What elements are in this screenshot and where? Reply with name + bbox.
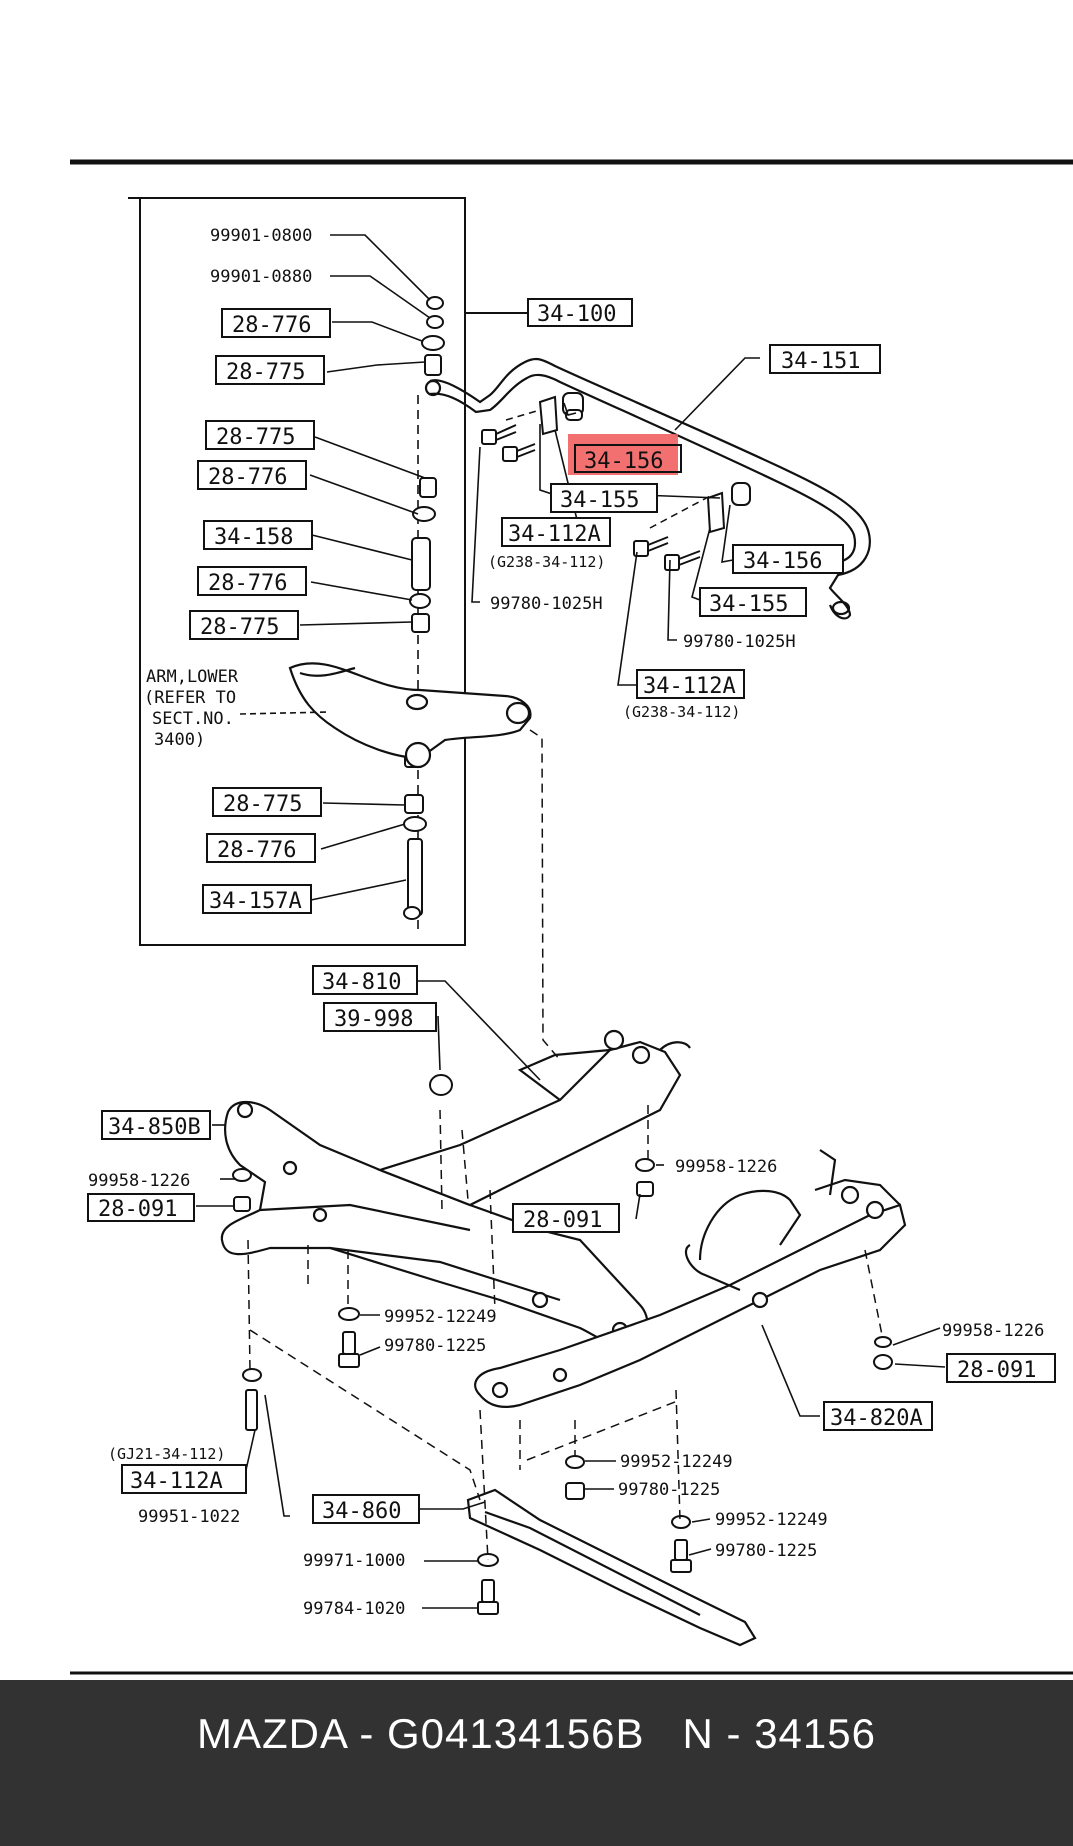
label-34-157A[interactable]: 34-157A — [202, 884, 312, 914]
label-28-775[interactable]: 28-775 — [212, 787, 322, 817]
label-99971-1000[interactable]: 99971-1000 — [303, 1551, 405, 1571]
svg-text:34-860: 34-860 — [322, 1499, 401, 1524]
svg-text:(REFER TO: (REFER TO — [144, 688, 236, 708]
under-cover-34-860 — [466, 1488, 757, 1647]
fastener-icon — [232, 1158, 893, 1615]
label-99780-1225[interactable]: 99780-1225 — [715, 1541, 817, 1561]
assembly-guides — [247, 729, 883, 1561]
svg-text:28-775: 28-775 — [226, 360, 305, 385]
label-28-091[interactable]: 28-091 — [946, 1353, 1056, 1383]
label-99901-0800[interactable]: 99901-0800 — [210, 226, 312, 246]
svg-text:34-156: 34-156 — [584, 449, 663, 474]
label-g238-34-112: (G238-34-112) — [623, 703, 740, 721]
crossmember-34-850B — [220, 1100, 649, 1347]
label-99952-12249[interactable]: 99952-12249 — [384, 1307, 497, 1327]
inset-frame — [128, 197, 466, 946]
label-99951-1022[interactable]: 99951-1022 — [138, 1507, 240, 1527]
crossmember-34-810 — [376, 1029, 691, 1207]
svg-text:34-112A: 34-112A — [508, 522, 601, 547]
label-99780-1225[interactable]: 99780-1225 — [384, 1336, 486, 1356]
label-34-155[interactable]: 34-155 — [550, 483, 658, 513]
svg-text:28-775: 28-775 — [200, 615, 279, 640]
svg-text:34-820A: 34-820A — [830, 1406, 923, 1431]
svg-text:39-998: 39-998 — [334, 1007, 413, 1032]
label-28-776[interactable]: 28-776 — [197, 460, 307, 490]
svg-text:3400): 3400) — [154, 730, 205, 750]
label-99958-1226[interactable]: 99958-1226 — [88, 1171, 190, 1191]
svg-text:28-776: 28-776 — [232, 313, 311, 338]
label-39-998[interactable]: 39-998 — [323, 1002, 437, 1032]
label-34-100[interactable]: 34-100 — [527, 298, 633, 327]
label-gj21-34-112: (GJ21-34-112) — [108, 1445, 225, 1463]
svg-text:28-776: 28-776 — [208, 465, 287, 490]
label-28-091[interactable]: 28-091 — [87, 1193, 195, 1222]
parts-diagram: 34-100 28-776 28-775 34-151 28-775 34-15… — [70, 159, 1073, 1675]
label-34-810[interactable]: 34-810 — [312, 965, 418, 995]
label-28-776[interactable]: 28-776 — [206, 833, 316, 863]
svg-text:28-776: 28-776 — [208, 571, 287, 596]
label-28-775[interactable]: 28-775 — [189, 610, 299, 640]
svg-text:34-158: 34-158 — [214, 525, 293, 550]
bushing-icon — [538, 392, 751, 534]
svg-text:34-810: 34-810 — [322, 970, 401, 995]
svg-text:34-155: 34-155 — [709, 592, 788, 617]
label-28-775[interactable]: 28-775 — [215, 355, 325, 385]
svg-text:28-091: 28-091 — [98, 1197, 177, 1222]
label-99780-1225[interactable]: 99780-1225 — [618, 1480, 720, 1500]
svg-text:28-775: 28-775 — [223, 792, 302, 817]
svg-text:34-112A: 34-112A — [643, 674, 736, 699]
stabilizer-bar — [424, 357, 871, 620]
svg-text:34-100: 34-100 — [537, 302, 616, 327]
label-34-156[interactable]: 34-156 — [732, 544, 844, 574]
label-99784-1020[interactable]: 99784-1020 — [303, 1599, 405, 1619]
label-34-850B[interactable]: 34-850B — [101, 1110, 211, 1140]
label-99952-12249[interactable]: 99952-12249 — [620, 1452, 733, 1472]
footer-bar: MAZDA - G04134156B N - 34156 — [0, 1680, 1073, 1846]
arm-lower-note: ARM,LOWER (REFER TO SECT.NO. 3400) — [144, 667, 239, 750]
bolt-icon — [481, 424, 701, 571]
label-34-155[interactable]: 34-155 — [699, 587, 807, 617]
svg-text:28-775: 28-775 — [216, 425, 295, 450]
label-99958-1226[interactable]: 99958-1226 — [675, 1157, 777, 1177]
label-28-091[interactable]: 28-091 — [512, 1203, 620, 1233]
lower-arm — [288, 662, 532, 769]
label-99958-1226[interactable]: 99958-1226 — [942, 1321, 1044, 1341]
svg-text:28-776: 28-776 — [217, 838, 296, 863]
label-34-860[interactable]: 34-860 — [312, 1494, 420, 1524]
label-34-112A[interactable]: 34-112A — [501, 517, 611, 547]
svg-text:28-091: 28-091 — [523, 1208, 602, 1233]
svg-text:34-156: 34-156 — [743, 549, 822, 574]
label-28-776[interactable]: 28-776 — [197, 566, 307, 596]
label-34-112A[interactable]: 34-112A — [121, 1464, 247, 1494]
svg-text:34-850B: 34-850B — [108, 1115, 201, 1140]
svg-text:34-112A: 34-112A — [130, 1469, 223, 1494]
label-34-156-highlighted[interactable]: 34-156 — [568, 434, 682, 475]
label-99901-0880[interactable]: 99901-0880 — [210, 267, 312, 287]
svg-text:34-155: 34-155 — [560, 488, 639, 513]
label-99780-1025H[interactable]: 99780-1025H — [490, 594, 603, 614]
svg-text:28-091: 28-091 — [957, 1358, 1036, 1383]
label-34-158[interactable]: 34-158 — [203, 520, 313, 550]
svg-text:34-151: 34-151 — [781, 349, 860, 374]
svg-text:ARM,LOWER: ARM,LOWER — [146, 667, 239, 687]
label-28-776[interactable]: 28-776 — [221, 308, 331, 338]
label-g238-34-112: (G238-34-112) — [488, 553, 605, 571]
label-99780-1025H[interactable]: 99780-1025H — [683, 632, 796, 652]
label-99952-12249[interactable]: 99952-12249 — [715, 1510, 828, 1530]
crossmember-34-820A — [474, 1149, 907, 1409]
label-34-112A[interactable]: 34-112A — [636, 669, 745, 699]
svg-text:SECT.NO.: SECT.NO. — [152, 709, 234, 729]
label-34-820A[interactable]: 34-820A — [823, 1401, 933, 1431]
nut-icon — [403, 296, 445, 920]
part-number-caption: MAZDA - G04134156B N - 34156 — [196, 1710, 876, 1757]
label-28-775[interactable]: 28-775 — [205, 420, 315, 450]
svg-text:34-157A: 34-157A — [209, 889, 302, 914]
label-34-151[interactable]: 34-151 — [769, 344, 881, 374]
bump-stopper-icon — [429, 1074, 453, 1096]
